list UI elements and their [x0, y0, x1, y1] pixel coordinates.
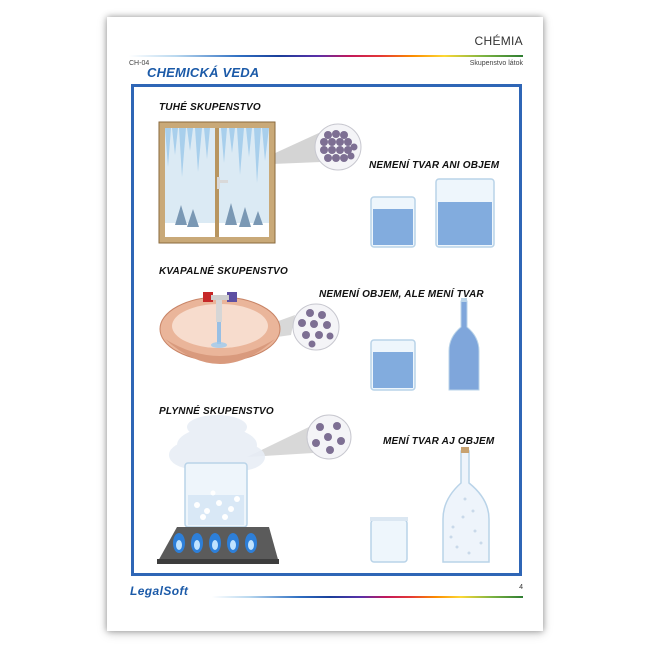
page-title: CHEMICKÁ VEDA	[147, 65, 260, 80]
footer-rainbow-line	[212, 596, 523, 598]
liquid-property-label: NEMENÍ OBJEM, ALE MENÍ TVAR	[319, 289, 484, 300]
liquid-state-label: KVAPALNÉ SKUPENSTVO	[159, 266, 289, 277]
solid-state-label: TUHÉ SKUPENSTVO	[159, 102, 261, 113]
subtopic-title: Skupenstvo látok	[469, 60, 523, 67]
gas-state-label: PLYNNÉ SKUPENSTVO	[159, 406, 274, 417]
solid-property-label: NEMENÍ TVAR ANI OBJEM	[369, 160, 500, 171]
gas-vessels	[370, 447, 490, 563]
liquid-particle-lens	[292, 303, 340, 351]
water-sink-illustration	[159, 292, 295, 364]
solid-particle-lens	[314, 123, 362, 171]
subject-title: CHÉMIA	[474, 34, 523, 48]
gas-property-label: MENÍ TVAR AJ OBJEM	[383, 436, 495, 447]
liquid-vessels	[370, 298, 480, 391]
sheet-code: CH-04	[129, 60, 150, 67]
worksheet-page: CHÉMIA CH-04 Skupenstvo látok CHEMICKÁ V…	[107, 17, 543, 631]
gas-particle-lens	[306, 414, 352, 460]
frozen-window-illustration	[158, 121, 321, 244]
content-frame	[131, 84, 522, 576]
solid-beakers	[370, 178, 495, 248]
brand-logo-text: LegalSoft	[130, 584, 189, 598]
header-rainbow-line	[129, 55, 523, 57]
boiling-beaker-illustration	[157, 415, 313, 564]
page-number: 4	[519, 584, 523, 591]
